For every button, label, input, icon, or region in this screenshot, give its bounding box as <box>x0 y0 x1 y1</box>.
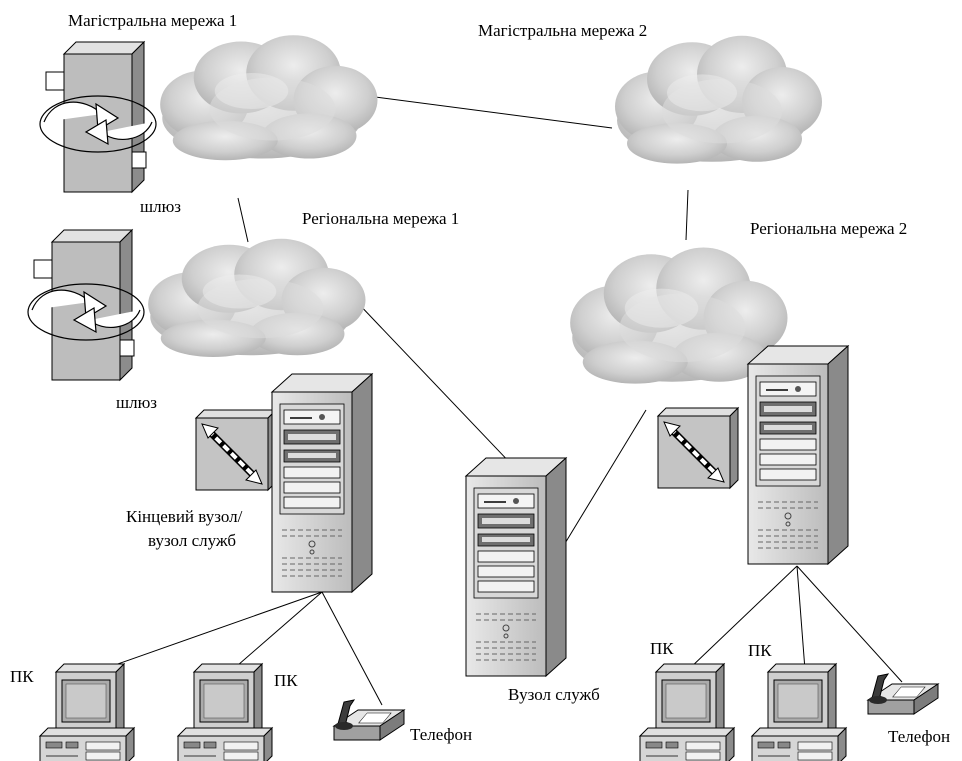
link-regional1-service-node <box>354 299 516 469</box>
link-server1-pc2 <box>229 591 323 673</box>
router-right-icon <box>658 408 738 488</box>
pc-3-icon <box>639 663 735 761</box>
label-pc-2: ПК <box>274 671 298 690</box>
label-pc-1: ПК <box>10 667 34 686</box>
link-backbone2-regional2 <box>685 189 689 241</box>
label-gateway-top: шлюз <box>140 197 181 216</box>
pc-4-icon <box>751 663 847 761</box>
router-left-icon <box>196 410 276 490</box>
cloud-backbone-1 <box>160 35 378 161</box>
phone-2-icon <box>867 673 939 715</box>
label-end-node-line2: вузол служб <box>148 531 236 550</box>
server-service-node-icon <box>465 457 567 677</box>
labels: Магістральна мережа 1 Магістральна мереж… <box>10 11 950 746</box>
link-server2-pc3 <box>687 565 798 671</box>
link-backbone1-regional1 <box>237 197 249 243</box>
gateway-top-icon <box>39 41 157 193</box>
server-end-node-icon <box>271 373 373 593</box>
label-gateway-bottom: шлюз <box>116 393 157 412</box>
label-end-node-line1: Кінцевий вузол/ <box>126 507 243 526</box>
gateway-bottom-icon <box>27 229 145 381</box>
pc-1-icon <box>39 663 135 761</box>
server-right-icon <box>747 345 849 565</box>
label-pc-4: ПК <box>748 641 772 660</box>
cloud-backbone-2 <box>615 35 822 164</box>
label-phone-1: Телефон <box>410 725 472 744</box>
connection-lines <box>94 94 903 706</box>
link-backbone1-backbone2 <box>359 94 613 129</box>
label-regional-2: Регіональна мережа 2 <box>750 219 907 238</box>
link-server1-pc1 <box>94 591 323 673</box>
phone-1-icon <box>333 699 405 741</box>
label-pc-3: ПК <box>650 639 674 658</box>
link-server2-pc4 <box>796 565 806 671</box>
link-server1-phone1 <box>321 591 383 706</box>
label-service-node: Вузол служб <box>508 685 600 704</box>
cloud-regional-1 <box>148 238 366 357</box>
label-backbone-2: Магістральна мережа 2 <box>478 21 647 40</box>
label-phone-2: Телефон <box>888 727 950 746</box>
link-server2-phone2 <box>796 565 903 683</box>
pc-2-icon <box>177 663 273 761</box>
label-backbone-1: Магістральна мережа 1 <box>68 11 237 30</box>
label-regional-1: Регіональна мережа 1 <box>302 209 459 228</box>
